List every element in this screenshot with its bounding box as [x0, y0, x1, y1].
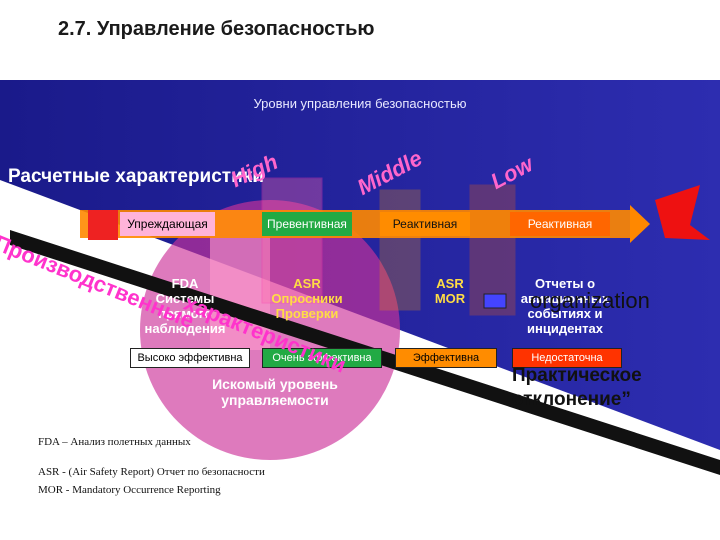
box-asr-mor: ASR MOR [420, 276, 480, 306]
grid-panel-middle [380, 190, 420, 310]
page-title: 2.7. Управление безопасностью [58, 18, 374, 41]
calc-label: Расчетные характеристики [8, 166, 264, 188]
band-preventive: Превентивная [262, 212, 352, 236]
note-fda: FDA – Анализ полетных данных [38, 436, 191, 448]
note-asr: ASR - (Air Safety Report) Отчет по безоп… [38, 466, 265, 478]
band-reactive-2: Реактивная [510, 212, 610, 236]
band-proactive: Упреждающая [120, 212, 215, 236]
band-reactive-1: Реактивная [380, 212, 470, 236]
levels-heading: Уровни управления безопасностью [0, 96, 720, 111]
threat-box [88, 210, 118, 240]
eff-effective: Эффективна [395, 348, 497, 368]
organization-word: organization [530, 288, 650, 314]
target-label: Искомый уровень управляемости [200, 376, 350, 408]
note-mor: MOR - Mandatory Occurrence Reporting [38, 484, 221, 496]
practical-deviation: Практическое отклонение” [512, 364, 712, 412]
small-box [484, 294, 506, 308]
eff-high: Высоко эффективна [130, 348, 250, 368]
box-asr-checks: ASR Опросники Проверки [262, 276, 352, 321]
